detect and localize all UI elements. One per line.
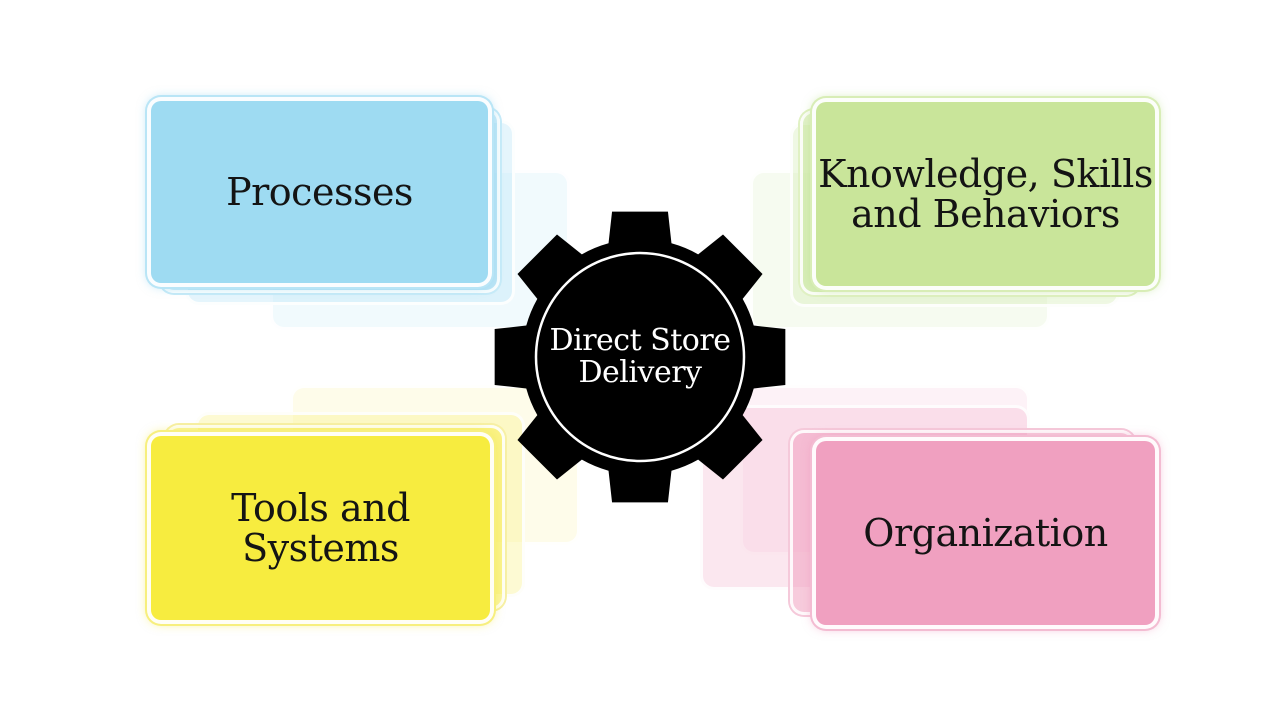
organization-label: Organization bbox=[863, 511, 1108, 555]
knowledge-card: Knowledge, Skills and Behaviors bbox=[812, 98, 1159, 290]
tools-card: Tools and Systems bbox=[147, 432, 494, 624]
processes-card: Processes bbox=[147, 97, 492, 287]
tools-label: Tools and Systems bbox=[231, 486, 410, 570]
gear-icon: Direct Store Delivery bbox=[490, 207, 790, 507]
gear-shape bbox=[494, 211, 786, 503]
knowledge-label: Knowledge, Skills and Behaviors bbox=[818, 152, 1153, 236]
gear-inner-ring bbox=[534, 251, 746, 463]
organization-card: Organization bbox=[812, 437, 1159, 629]
processes-label: Processes bbox=[226, 170, 413, 214]
